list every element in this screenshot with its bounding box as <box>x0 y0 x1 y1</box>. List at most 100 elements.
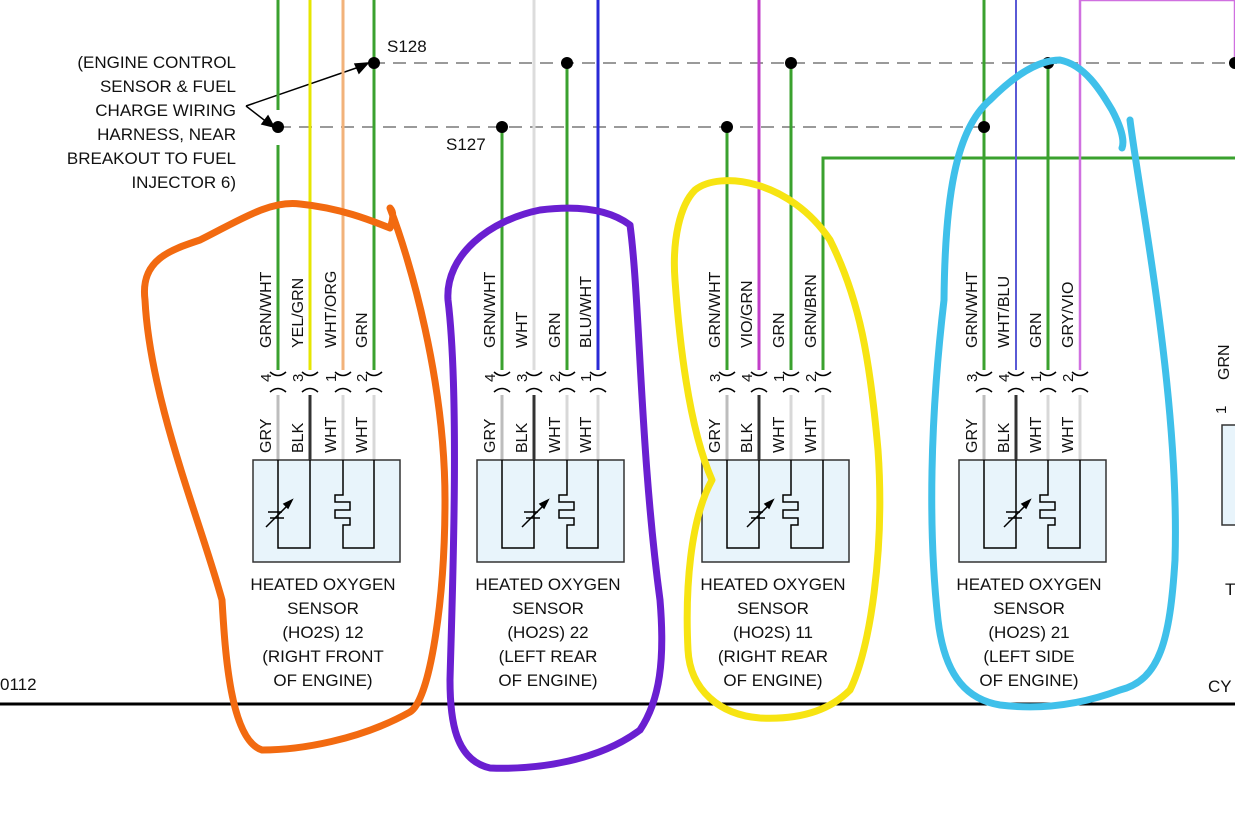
pin-label: 1 <box>1028 374 1045 382</box>
wire-color-label: GRY/VIO <box>1060 282 1077 348</box>
sensor-ho2s-11: GRN/WHT VIO/GRN GRN GRN/BRN 3 4 1 2 GRY … <box>700 271 850 690</box>
harness-note-line: CHARGE WIRING <box>95 101 236 120</box>
wire-color-label: BLU/WHT <box>578 276 595 348</box>
highlight-loop-orange <box>140 199 449 754</box>
splice-dots <box>272 57 1235 133</box>
resistor-heater-symbol <box>501 460 599 549</box>
sensor-wire-label: BLK <box>996 422 1013 453</box>
sensor-wire-label: GRY <box>964 418 981 453</box>
sensor-caption: OF ENGINE) <box>723 671 822 690</box>
sensor-wire-label: WHT <box>1028 416 1045 453</box>
callout-arrows <box>245 62 370 129</box>
pin-label: 2 <box>803 374 820 382</box>
highlight-loop-purple <box>444 204 666 772</box>
sensor-box <box>252 459 401 563</box>
sensor-box <box>958 459 1107 563</box>
splice-dot <box>785 57 797 69</box>
pin-label: 1 <box>771 374 788 382</box>
sensor-caption: (RIGHT REAR <box>718 647 828 666</box>
pin-label: 4 <box>739 374 756 382</box>
sensor-wire-label: WHT <box>803 416 820 453</box>
sensor-caption: OF ENGINE) <box>979 671 1078 690</box>
wire-color-label: GRN <box>1028 312 1045 348</box>
wire-color-label: GRN <box>547 312 564 348</box>
wire-color-label: GRN <box>354 312 371 348</box>
pin-label: 2 <box>547 374 564 382</box>
resistor-heater-symbol <box>983 460 1081 549</box>
splice-dot <box>272 121 284 133</box>
edge-label: 0112 <box>0 675 37 694</box>
wire-color-label: GRN <box>1216 344 1233 380</box>
sensor-wire-label: WHT <box>1060 416 1077 453</box>
pin-label: 3 <box>290 374 307 382</box>
wire-color-label: GRN/WHT <box>258 271 275 348</box>
pin-label: 2 <box>354 374 371 382</box>
edge-label: CY <box>1208 677 1232 696</box>
highlight-loop-yellow <box>670 177 884 722</box>
sensor-ho2s-21: GRN/WHT WHT/BLU GRN GRY/VIO 3 4 1 2 GRY … <box>956 271 1107 690</box>
pin-label: 1 <box>578 374 595 382</box>
pin-label: 1 <box>323 374 340 382</box>
harness-note-line: SENSOR & FUEL <box>100 77 236 96</box>
splice-dot <box>368 57 380 69</box>
sensor-wire-label: WHT <box>354 416 371 453</box>
sensor-caption: (RIGHT FRONT <box>262 647 384 666</box>
pin-label: 1 <box>1213 406 1230 414</box>
highlight-annotations <box>140 56 1179 772</box>
wire-color-label: GRN <box>771 312 788 348</box>
sensor-caption: SENSOR <box>737 599 809 618</box>
sensor-wire-label: WHT <box>323 416 340 453</box>
splice-dot <box>561 57 573 69</box>
splice-label-s127: S127 <box>446 135 486 154</box>
wire-color-label: VIO/GRN <box>739 280 756 348</box>
harness-note-line: INJECTOR 6) <box>131 173 236 192</box>
pin-label: 4 <box>258 374 275 382</box>
pin-label: 4 <box>482 374 499 382</box>
sensor-side-wires <box>276 395 1082 460</box>
edge-label: T <box>1225 580 1235 599</box>
wire-color-label: GRN/WHT <box>482 271 499 348</box>
splice-dot <box>978 121 990 133</box>
pin-label: 3 <box>964 374 981 382</box>
harness-note-line: (ENGINE CONTROL <box>77 53 236 72</box>
splice-dot <box>1229 57 1235 69</box>
splice-label-s128: S128 <box>387 37 427 56</box>
sensor-ho2s-22: GRN/WHT WHT GRN BLU/WHT 4 3 2 1 GRY BLK … <box>475 271 625 690</box>
wire-color-label: GRN/WHT <box>707 271 724 348</box>
sensor-caption: OF ENGINE) <box>498 671 597 690</box>
harness-note-line: BREAKOUT TO FUEL <box>67 149 236 168</box>
pin-label: 4 <box>996 374 1013 382</box>
sensor-caption: HEATED OXYGEN <box>700 575 845 594</box>
right-edge-component: GRN 1 T CY <box>1208 344 1235 696</box>
sensor-box <box>1221 424 1235 526</box>
sensor-wire-label: WHT <box>771 416 788 453</box>
sensor-wire-label: GRY <box>258 418 275 453</box>
sensor-wire-label: WHT <box>578 416 595 453</box>
highlight-loop-blue <box>928 56 1179 711</box>
wire-color-label: YEL/GRN <box>290 278 307 348</box>
sensor-caption: (HO2S) 21 <box>988 623 1069 642</box>
sensor-caption: HEATED OXYGEN <box>250 575 395 594</box>
sensor-ho2s-12: GRN/WHT YEL/GRN WHT/ORG GRN 4 3 1 2 GRY … <box>250 271 401 690</box>
pin-label: 3 <box>707 374 724 382</box>
sensor-caption: SENSOR <box>512 599 584 618</box>
splice-dot <box>496 121 508 133</box>
sensor-caption: (HO2S) 12 <box>282 623 363 642</box>
sensor-wire-label: BLK <box>290 422 307 453</box>
sensor-box <box>476 459 625 563</box>
sensor-wire-label: WHT <box>547 416 564 453</box>
wire-color-label: GRN/BRN <box>803 274 820 348</box>
resistor-heater-symbol <box>726 460 824 549</box>
harness-note-line: HARNESS, NEAR <box>97 125 236 144</box>
wire-color-label: WHT/BLU <box>996 276 1013 348</box>
wire-color-label: WHT <box>514 311 531 348</box>
sensor-wire-label: BLK <box>514 422 531 453</box>
sensor-caption: SENSOR <box>993 599 1065 618</box>
sensor-caption: (HO2S) 22 <box>507 623 588 642</box>
wire-color-label: WHT/ORG <box>323 271 340 348</box>
sensor-caption: HEATED OXYGEN <box>956 575 1101 594</box>
wire-color-label: GRN/WHT <box>964 271 981 348</box>
sensor-box <box>701 459 850 563</box>
sensor-caption: OF ENGINE) <box>273 671 372 690</box>
sensor-caption: (HO2S) 11 <box>733 623 813 642</box>
